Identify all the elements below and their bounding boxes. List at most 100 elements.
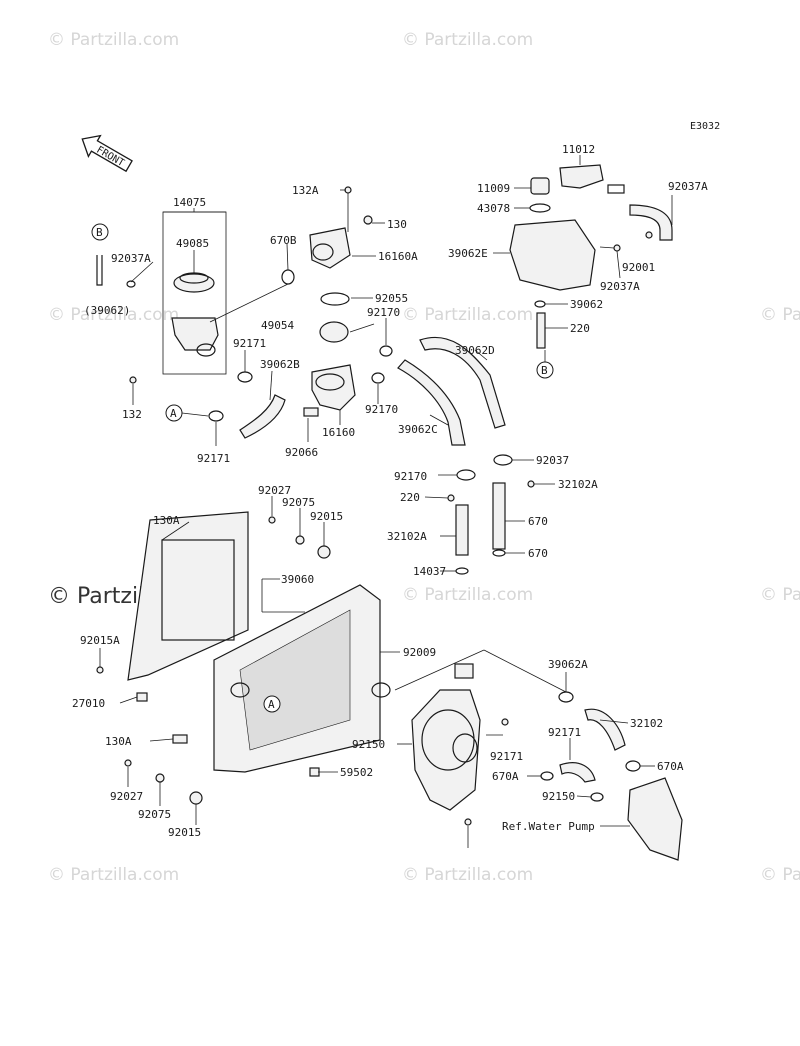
- callout-a-radiator: A: [263, 695, 281, 713]
- part-label: 39062A: [548, 658, 588, 671]
- part-label: 670A: [657, 760, 684, 773]
- bolt: [129, 376, 137, 384]
- watermark: © Partzilla.com: [760, 305, 800, 325]
- filler-neck: [171, 317, 219, 351]
- watermark: © Partzilla.com: [760, 585, 800, 605]
- part-label: 39062C: [398, 423, 438, 436]
- grommet: [317, 545, 331, 559]
- leader-lines: [99, 155, 673, 848]
- part-label: 92170: [365, 403, 398, 416]
- watermark: © Partzilla.com: [48, 305, 179, 325]
- callout-label: A: [170, 407, 177, 420]
- part-label: 92037: [536, 454, 569, 467]
- pump-cover-ref: [627, 777, 683, 861]
- callout-a-top: A: [165, 404, 183, 422]
- watermark: © Partzilla.com: [402, 585, 533, 605]
- part-label: 92075: [138, 808, 171, 821]
- part-label: 92055: [375, 292, 408, 305]
- part-labels: 14075 49085 92037A (39062) 132 92171 670…: [72, 143, 708, 839]
- part-label: 670: [528, 547, 548, 560]
- hose-39062: [536, 312, 546, 349]
- part-label: 92027: [110, 790, 143, 803]
- watermark: © Partzilla.com: [402, 30, 533, 50]
- part-label: 92037A: [668, 180, 708, 193]
- pipe-32102a: [492, 482, 506, 550]
- part-label: 14037: [413, 565, 446, 578]
- reservoir-cap: [530, 177, 550, 195]
- part-label: 16160A: [378, 250, 418, 263]
- part-label: 39062D: [455, 344, 495, 357]
- part-label: 92015A: [80, 634, 120, 647]
- part-label: 132A: [292, 184, 319, 197]
- callout-label: A: [268, 698, 275, 711]
- part-label: 92170: [394, 470, 427, 483]
- front-arrow-icon: FRONT: [81, 134, 133, 173]
- part-label: 32102: [630, 717, 663, 730]
- part-label: 92009: [403, 646, 436, 659]
- fan-switch: [172, 734, 188, 744]
- part-label: 92171: [490, 750, 523, 763]
- diagram-code: E3032: [690, 121, 720, 132]
- part-label: 39062: [570, 298, 603, 311]
- pipe-32102a: [455, 504, 469, 556]
- o-ring-92055: [320, 292, 350, 306]
- part-label: 39060: [281, 573, 314, 586]
- small-hose: [96, 255, 103, 286]
- part-label: 92075: [282, 496, 315, 509]
- part-label: 11012: [562, 143, 595, 156]
- hose-39062b: [239, 394, 286, 439]
- part-label: 32102A: [387, 530, 427, 543]
- part-label: 670B: [270, 234, 297, 247]
- sensor: [303, 407, 319, 417]
- watermark: © Partzilla.com: [48, 865, 179, 885]
- hose-39062e: [629, 204, 673, 241]
- part-label: 92037A: [600, 280, 640, 293]
- part-label: 43078: [477, 202, 510, 215]
- part-label: 27010: [72, 697, 105, 710]
- part-label: 49085: [176, 237, 209, 250]
- bracket-92037: [559, 164, 604, 189]
- part-label: 92171: [233, 337, 266, 350]
- watermark: © Partzilla.com: [48, 30, 179, 50]
- callout-label: B: [541, 364, 548, 377]
- part-label: 92150: [542, 790, 575, 803]
- radiator-shroud: [127, 511, 249, 681]
- part-label: 130A: [153, 514, 180, 527]
- part-label: 670: [528, 515, 548, 528]
- part-label: 92015: [310, 510, 343, 523]
- part-label: 92171: [548, 726, 581, 739]
- callout-b-top: B: [91, 223, 109, 241]
- part-label: (39062): [84, 304, 130, 317]
- part-label: 59502: [340, 766, 373, 779]
- part-label: 92001: [622, 261, 655, 274]
- hose-39062c: [397, 359, 466, 446]
- watermark: © Partzilla.com: [402, 865, 533, 885]
- part-label: 130A: [105, 735, 132, 748]
- part-label: 32102A: [558, 478, 598, 491]
- hose-39062d: [419, 336, 506, 429]
- part-label: 14075: [173, 196, 206, 209]
- part-label: 92066: [285, 446, 318, 459]
- callout-label: B: [96, 226, 103, 239]
- thermostat-housing: [311, 364, 356, 411]
- ref-note: Ref.Water Pump: [502, 820, 595, 833]
- part-label: 92015: [168, 826, 201, 839]
- part-label: 670A: [492, 770, 519, 783]
- pipe-32102: [559, 762, 596, 783]
- hose-39062a: [584, 708, 626, 751]
- part-label: 220: [400, 491, 420, 504]
- part-label: 92150: [352, 738, 385, 751]
- reservoir-tank: [509, 219, 596, 291]
- part-label: 92027: [258, 484, 291, 497]
- water-pump: [411, 689, 481, 811]
- housing-cover-16160a: [309, 227, 351, 269]
- part-label: 49054: [261, 319, 294, 332]
- hose-clamp: [237, 371, 253, 383]
- thermostat: [319, 321, 349, 343]
- part-label: 130: [387, 218, 407, 231]
- o-ring: [281, 269, 295, 285]
- part-label: 39062E: [448, 247, 488, 260]
- part-label: 92037A: [111, 252, 151, 265]
